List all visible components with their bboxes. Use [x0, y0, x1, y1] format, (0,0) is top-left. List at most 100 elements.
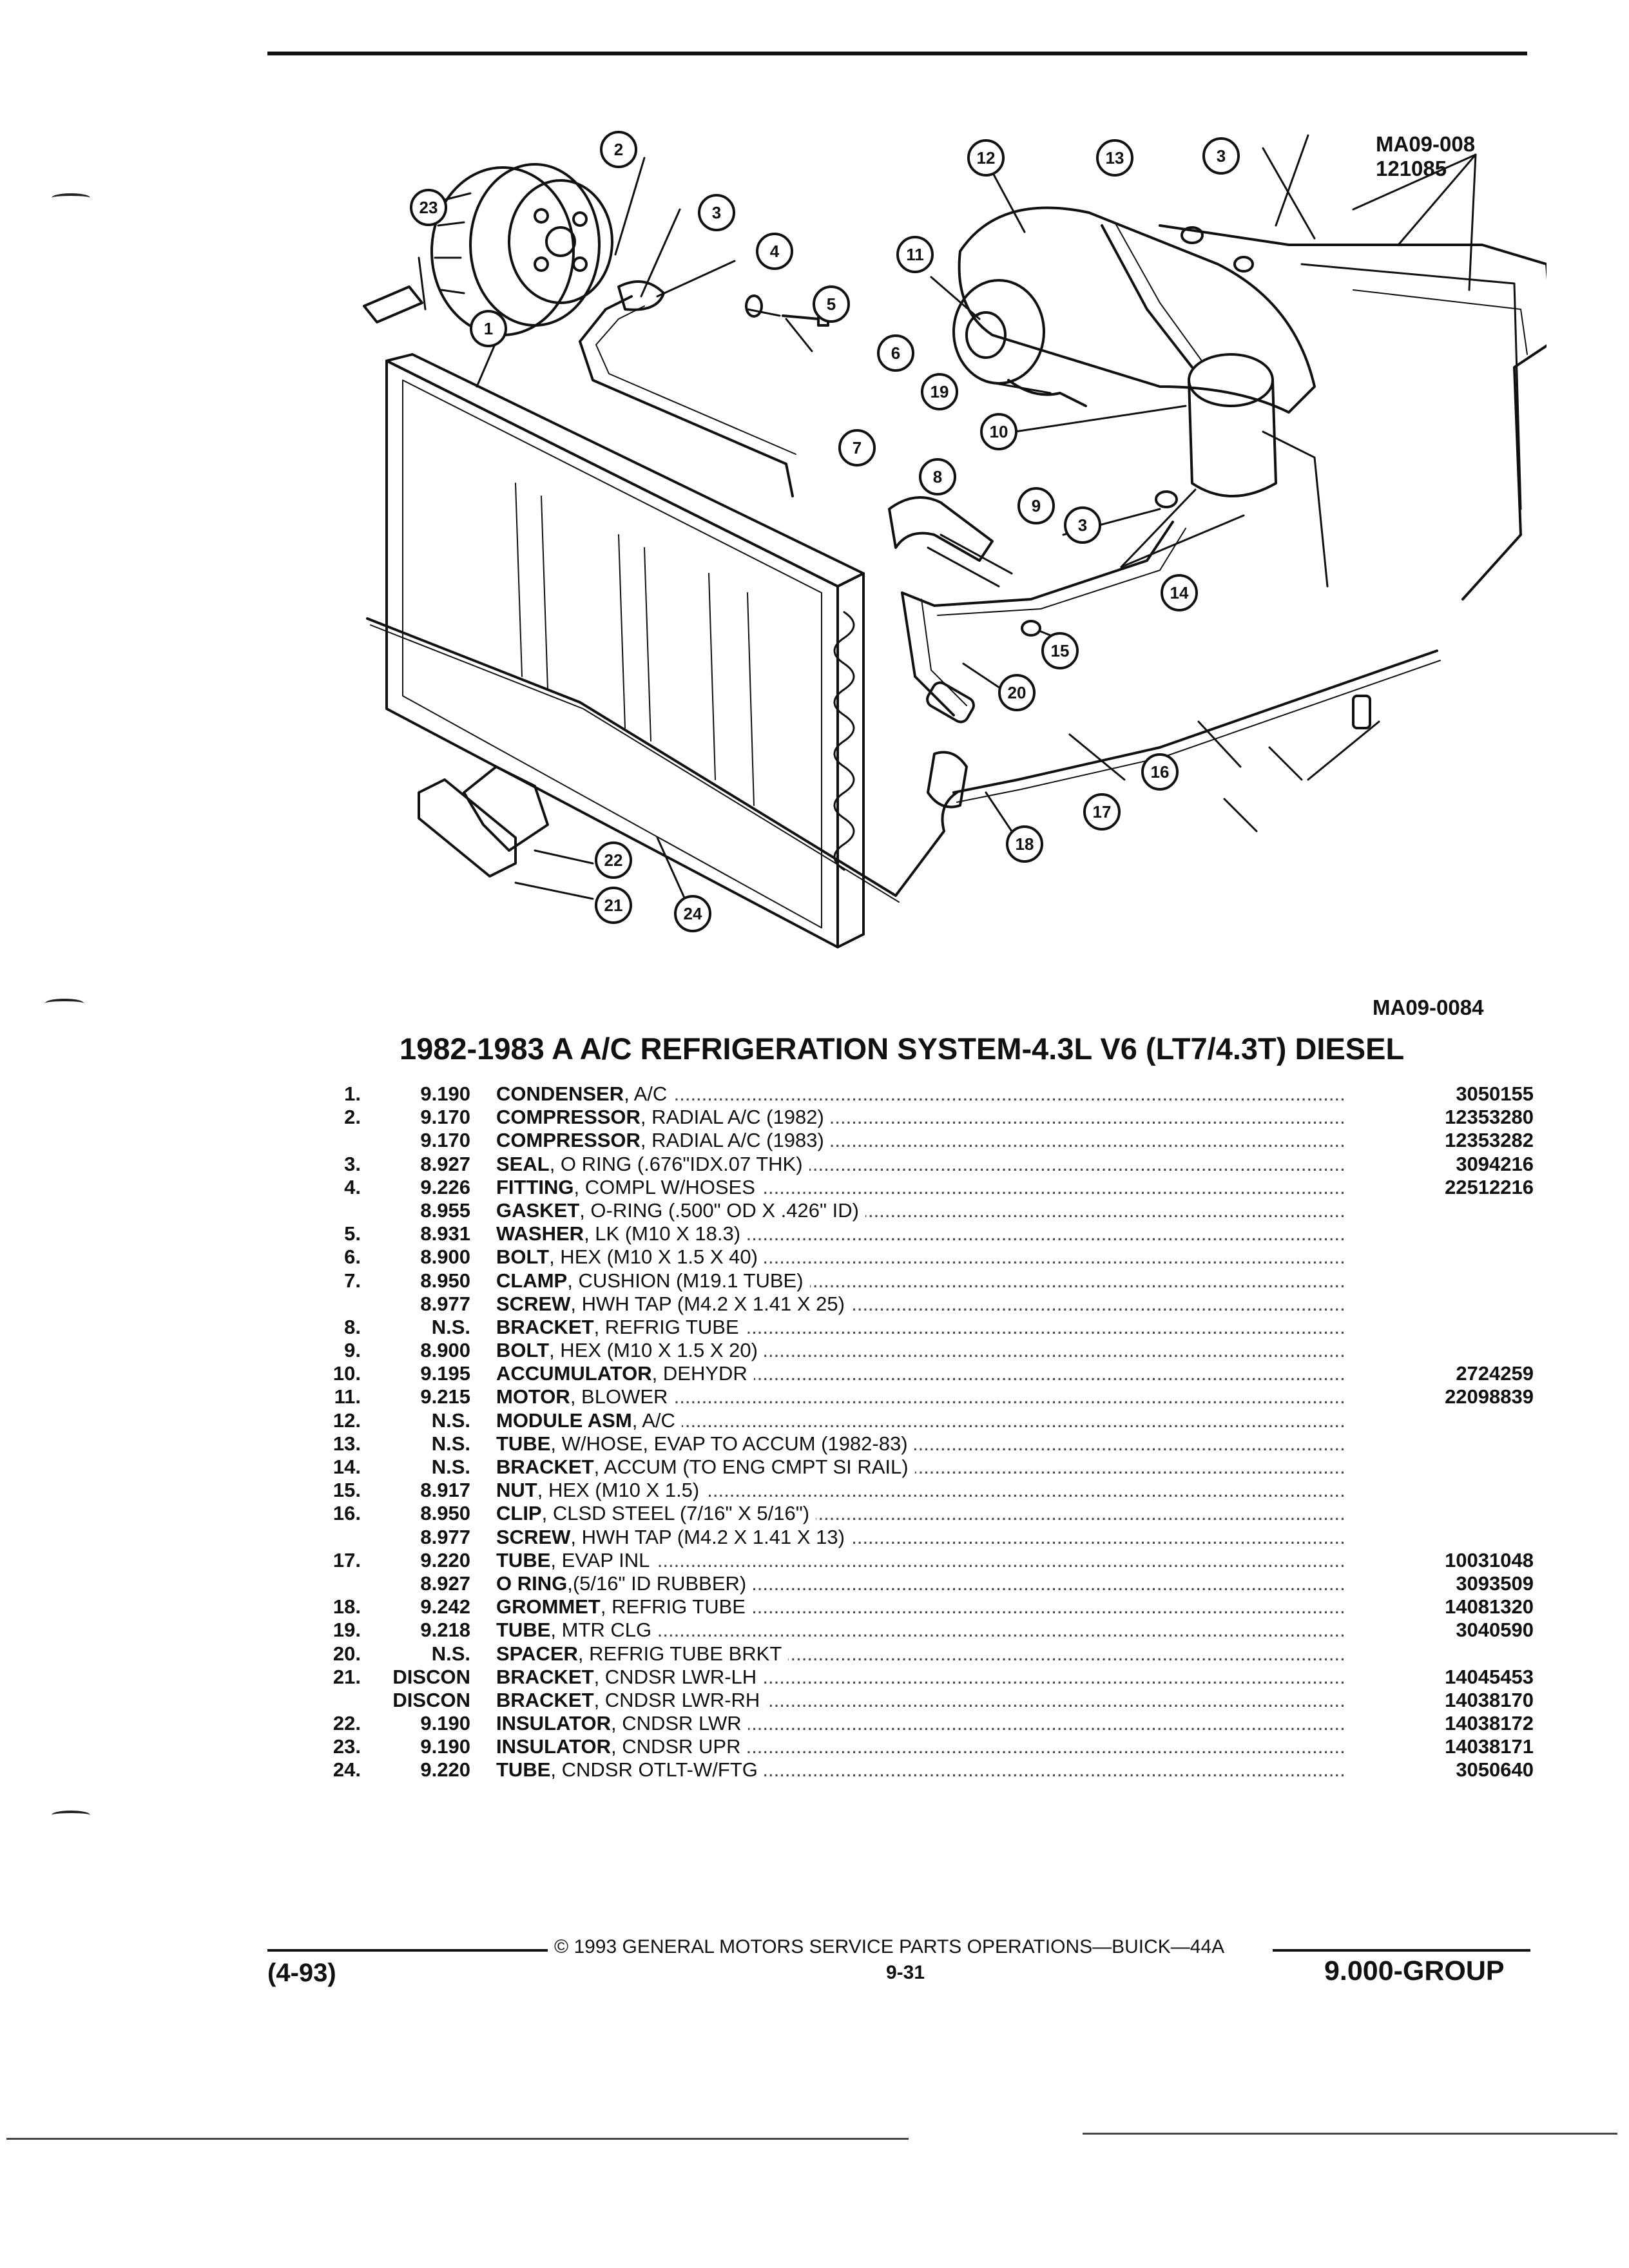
- svg-text:22: 22: [604, 850, 623, 870]
- item-number: 7.: [344, 1269, 361, 1292]
- part-name: SEAL: [496, 1152, 550, 1175]
- svg-text:12: 12: [977, 148, 996, 168]
- part-description: GROMMET, REFRIG TUBE: [496, 1595, 752, 1619]
- group-number: 9.190: [420, 1082, 470, 1105]
- svg-text:17: 17: [1093, 802, 1112, 822]
- accumulator-drawing: [1188, 353, 1329, 588]
- callout-10: 10: [980, 413, 1017, 450]
- module-asm-drawing: [952, 206, 1547, 601]
- part-number: 14038170: [1445, 1688, 1534, 1711]
- svg-text:6: 6: [891, 343, 900, 363]
- margin-mark: [52, 193, 90, 202]
- parts-row: 14.N.S..................................…: [303, 1456, 1534, 1479]
- callout-20: 20: [998, 674, 1036, 711]
- group-number: 8.977: [420, 1292, 470, 1315]
- group-number: 9.226: [420, 1175, 470, 1198]
- parts-row: 21.DISCON...............................…: [303, 1665, 1534, 1689]
- svg-text:4: 4: [770, 242, 780, 261]
- svg-text:13: 13: [1106, 148, 1124, 168]
- item-number: 12.: [333, 1408, 361, 1432]
- part-description: ACCUMULATOR, DEHYDR: [496, 1362, 754, 1386]
- part-name: O RING: [496, 1571, 568, 1595]
- parts-list: 1.9.190.................................…: [303, 1082, 1534, 1782]
- svg-text:3: 3: [1078, 515, 1087, 535]
- parts-row: 8.927...................................…: [303, 1571, 1534, 1595]
- svg-text:16: 16: [1151, 762, 1170, 782]
- item-number: 14.: [333, 1456, 361, 1478]
- callout-23: 23: [410, 189, 447, 226]
- footer-group: 9.000-GROUP: [1324, 1956, 1505, 1986]
- part-number: 14038172: [1445, 1712, 1534, 1735]
- callout-16: 16: [1141, 753, 1179, 791]
- part-number: 10031048: [1445, 1548, 1534, 1571]
- svg-text:2: 2: [614, 140, 623, 159]
- parts-row: 12.N.S..................................…: [303, 1408, 1534, 1432]
- part-name: CLAMP: [496, 1269, 568, 1292]
- svg-text:1: 1: [484, 319, 493, 338]
- part-description: COMPRESSOR, RADIAL A/C (1983): [496, 1129, 831, 1153]
- parts-row: 1.9.190.................................…: [303, 1082, 1534, 1106]
- part-description: MOTOR, BLOWER: [496, 1385, 675, 1409]
- page-title: 1982-1983 A A/C REFRIGERATION SYSTEM-4.3…: [400, 1032, 1405, 1066]
- part-number: 14045453: [1445, 1665, 1534, 1688]
- svg-text:14: 14: [1170, 583, 1189, 602]
- part-detail: , ACCUM (TO ENG CMPT SI RAIL): [593, 1456, 909, 1478]
- callout-3c: 3: [1064, 506, 1101, 544]
- group-number: 9.218: [420, 1619, 470, 1642]
- part-name: TUBE: [496, 1758, 551, 1782]
- part-description: BRACKET, ACCUM (TO ENG CMPT SI RAIL): [496, 1456, 915, 1479]
- part-number: 2724259: [1456, 1362, 1534, 1385]
- part-description: BOLT, HEX (M10 X 1.5 X 20): [496, 1339, 764, 1363]
- part-name: INSULATOR: [496, 1712, 611, 1735]
- part-description: SCREW, HWH TAP (M4.2 X 1.41 X 25): [496, 1292, 851, 1316]
- part-detail: , HEX (M10 X 1.5 X 20): [549, 1339, 758, 1362]
- parts-row: 20.N.S..................................…: [303, 1642, 1534, 1666]
- footer-rule-right: [1273, 1949, 1530, 1952]
- parts-row: 8.977...................................…: [303, 1525, 1534, 1549]
- part-description: CLAMP, CUSHION (M19.1 TUBE): [496, 1269, 810, 1293]
- part-detail: , REFRIG TUBE: [593, 1315, 739, 1338]
- part-number: 12353280: [1445, 1106, 1534, 1129]
- item-number: 17.: [333, 1548, 361, 1571]
- part-description: TUBE, MTR CLG: [496, 1619, 659, 1642]
- part-name: FITTING: [496, 1175, 574, 1198]
- parts-row: 10.9.195................................…: [303, 1362, 1534, 1386]
- scan-line: [6, 2138, 909, 2140]
- part-name: BOLT: [496, 1339, 550, 1362]
- group-number: N.S.: [431, 1642, 470, 1665]
- callout-11: 11: [896, 236, 934, 273]
- part-name: MODULE ASM: [496, 1408, 632, 1432]
- part-detail: , CUSHION (M19.1 TUBE): [567, 1269, 804, 1292]
- part-number: 22098839: [1445, 1385, 1534, 1408]
- tube-24-drawing: [366, 617, 897, 897]
- group-number: 8.931: [420, 1222, 470, 1245]
- figure-code: 121085: [1376, 157, 1447, 180]
- callout-14: 14: [1161, 574, 1198, 611]
- item-number: 6.: [344, 1245, 361, 1269]
- group-number: N.S.: [431, 1408, 470, 1432]
- callout-21: 21: [595, 887, 632, 924]
- part-description: BRACKET, REFRIG TUBE: [496, 1315, 746, 1339]
- part-name: BRACKET: [496, 1456, 594, 1478]
- part-detail: , RADIAL A/C (1982): [640, 1106, 824, 1129]
- parts-row: 11.9.215................................…: [303, 1385, 1534, 1409]
- item-number: 10.: [333, 1362, 361, 1385]
- part-description: CLIP, CLSD STEEL (7/16" X 5/16"): [496, 1502, 816, 1526]
- part-detail: , EVAP INL: [550, 1548, 650, 1571]
- part-detail: , CNDSR OTLT-W/FTG: [550, 1758, 758, 1782]
- item-number: 9.: [344, 1339, 361, 1362]
- part-description: WASHER, LK (M10 X 18.3): [496, 1222, 747, 1246]
- part-name: WASHER: [496, 1222, 584, 1245]
- callout-3b: 3: [1202, 137, 1240, 175]
- part-number: 3040590: [1456, 1619, 1534, 1642]
- item-number: 4.: [344, 1175, 361, 1198]
- group-number: 9.220: [420, 1548, 470, 1571]
- part-number: 3050640: [1456, 1758, 1534, 1782]
- item-number: 15.: [333, 1479, 361, 1502]
- part-description: BRACKET, CNDSR LWR-LH: [496, 1665, 764, 1689]
- callout-15: 15: [1041, 632, 1079, 669]
- callout-17: 17: [1083, 793, 1121, 831]
- part-detail: , CNDSR UPR: [610, 1735, 741, 1758]
- figure-caption: MA09-0084: [1373, 995, 1484, 1019]
- item-number: 2.: [344, 1106, 361, 1129]
